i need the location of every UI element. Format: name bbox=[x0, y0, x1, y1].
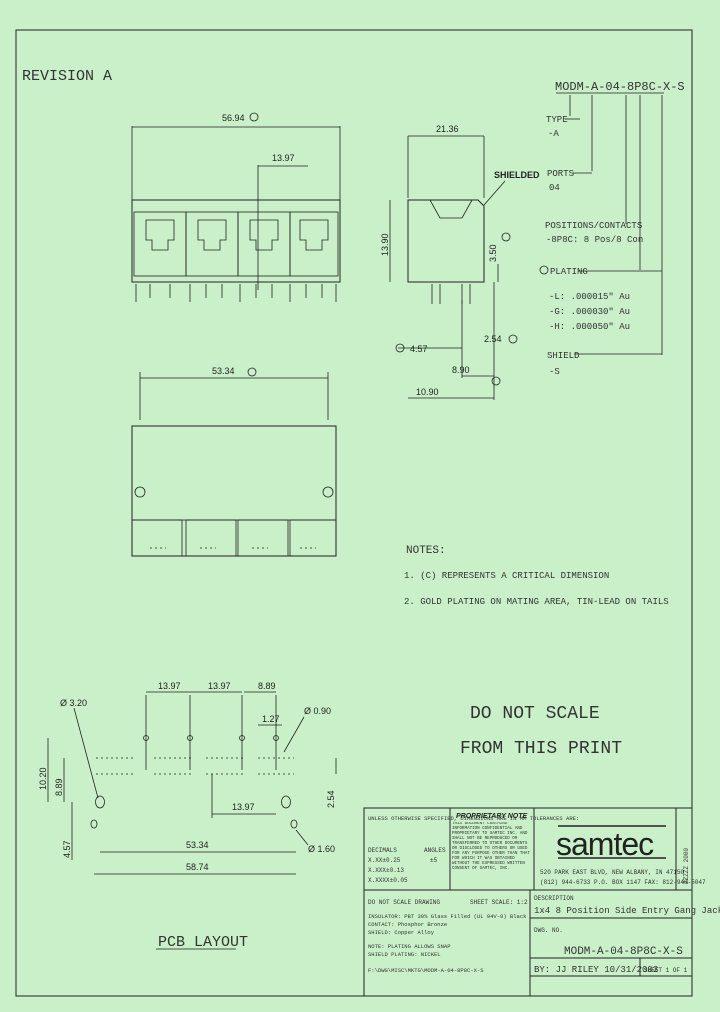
material-note-1: NOTE: PLATING ALLOWS SNAP bbox=[368, 943, 451, 950]
tolerance-angles: ANGLES bbox=[424, 847, 446, 854]
dwg-no-label: DWG. NO. bbox=[534, 927, 563, 934]
front-overall-dim: 56.94 bbox=[222, 113, 245, 123]
description: 1x4 8 Position Side Entry Gang Jack bbox=[534, 906, 720, 916]
plating-option-l: -L: .000015" Au bbox=[549, 292, 630, 302]
side-height-dim: 13.90 bbox=[380, 233, 390, 256]
tolerance-title: UNLESS OTHERWISE SPECIFIED, DIMENSIONS A… bbox=[368, 815, 579, 822]
file-path: F:\DWG\MISC\MKTG\MODM-A-04-8P8C-X-S bbox=[368, 967, 484, 974]
pcb-layout-label: PCB LAYOUT bbox=[158, 934, 248, 951]
scale-warning-line2: FROM THIS PRINT bbox=[460, 739, 622, 759]
shield-label: SHIELD bbox=[547, 351, 579, 361]
pcb-v2: 4.57 bbox=[62, 840, 72, 858]
plating-option-g: -G: .000030" Au bbox=[549, 307, 630, 317]
side-view: SHIELDED 21.36 13.90 3.50 4.57 2.54 8.90… bbox=[380, 124, 540, 400]
scale-warning-line1: DO NOT SCALE bbox=[470, 704, 600, 724]
sheet-scale: SHEET SCALE: 1:2 bbox=[470, 899, 528, 906]
proprietary-title: PROPRIETARY NOTE bbox=[456, 813, 528, 820]
pcb-w1: 53.34 bbox=[186, 840, 209, 850]
insulator-material: INSULATOR: PBT 30% Glass Filled (UL 94V-… bbox=[368, 913, 527, 920]
drawing-code: ZZZZZ 2000 bbox=[683, 848, 690, 884]
pcb-h2: 8.89 bbox=[54, 778, 64, 796]
revision-label: REVISION A bbox=[22, 68, 112, 85]
top-width-dim: 53.34 bbox=[212, 366, 235, 376]
address-line2: (812) 944-6733 P.O. BOX 1147 FAX: 812-94… bbox=[540, 879, 706, 886]
sheet-number: SHEET 1 OF 1 bbox=[644, 967, 688, 974]
drawn-by: BY: JJ RILEY 10/31/2003 bbox=[534, 965, 658, 975]
notes-title: NOTES: bbox=[406, 545, 446, 557]
pcb-pin-dia: Ø 0.90 bbox=[304, 706, 331, 716]
ports-label: PORTS bbox=[547, 169, 574, 179]
shielded-label: SHIELDED bbox=[494, 170, 540, 180]
pcb-pitch1: 13.97 bbox=[158, 681, 181, 691]
positions-value: -8P8C: 8 Pos/8 Con bbox=[546, 235, 643, 245]
pcb-pitch2: 13.97 bbox=[208, 681, 231, 691]
front-pitch-dim: 13.97 bbox=[272, 153, 295, 163]
note-1: 1. (C) REPRESENTS A CRITICAL DIMENSION bbox=[404, 571, 609, 581]
shield-value: -S bbox=[549, 367, 560, 377]
angle-tolerance: ±5 bbox=[430, 857, 438, 864]
positions-label: POSITIONS/CONTACTS bbox=[545, 221, 642, 231]
note-2: 2. GOLD PLATING ON MATING AREA, TIN-LEAD… bbox=[404, 597, 669, 607]
plating-option-h: -H: .000050" Au bbox=[549, 322, 630, 332]
pcb-v1: 2.54 bbox=[326, 790, 336, 808]
ports-value: 04 bbox=[549, 183, 560, 193]
pcb-p3: 8.89 bbox=[258, 681, 276, 691]
pcb-peg-dia: Ø 1.60 bbox=[308, 844, 335, 854]
tolerance-3: X.XXXX±0.05 bbox=[368, 877, 408, 884]
notes: NOTES: 1. (C) REPRESENTS A CRITICAL DIME… bbox=[404, 545, 669, 607]
tolerance-decimals: DECIMALS bbox=[368, 847, 397, 854]
title-block: UNLESS OTHERWISE SPECIFIED, DIMENSIONS A… bbox=[363, 807, 720, 997]
pcb-pitch-bottom: 13.97 bbox=[232, 802, 255, 812]
drawing-border bbox=[15, 29, 693, 997]
pcb-p4: 1.27 bbox=[262, 714, 280, 724]
side-d3-dim: 8.90 bbox=[452, 365, 470, 375]
type-label: TYPE bbox=[546, 115, 568, 125]
side-d2-dim: 2.54 bbox=[484, 334, 502, 344]
material-note-2: SHIELD PLATING: NICKEL bbox=[368, 951, 441, 958]
proprietary-text: THIS DOCUMENT CONTAINS INFORMATION CONFI… bbox=[452, 822, 530, 871]
description-label: DESCRIPTION bbox=[534, 895, 574, 902]
tolerance-1: X.XX±0.25 bbox=[368, 857, 401, 864]
plating-label: PLATING bbox=[550, 267, 588, 277]
dwg-no: MODM-A-04-8P8C-X-S bbox=[564, 946, 683, 958]
pcb-layout: Ø 3.20 13.97 13.97 8.89 1.27 Ø 0.90 10.2… bbox=[38, 681, 337, 951]
samtec-logo: samtec bbox=[556, 826, 654, 862]
part-number-code: MODM-A-04-8P8C-X-S bbox=[555, 80, 685, 94]
side-depth-dim: 21.36 bbox=[436, 124, 459, 134]
do-not-scale-drawing: DO NOT SCALE DRAWING bbox=[368, 899, 440, 906]
front-view: 56.94 13.97 bbox=[131, 112, 341, 302]
contact-material: CONTACT: Phosphor Bronze bbox=[368, 921, 447, 928]
shield-material: SHIELD: Copper Alloy bbox=[368, 929, 435, 936]
part-number-callouts: TYPE -A PORTS 04 POSITIONS/CONTACTS -8P8… bbox=[539, 95, 663, 377]
pcb-hole-dia: Ø 3.20 bbox=[60, 698, 87, 708]
type-value: -A bbox=[548, 129, 559, 139]
tolerance-2: X.XXX±0.13 bbox=[368, 867, 404, 874]
pcb-w2: 58.74 bbox=[186, 862, 209, 872]
address-line1: 520 PARK EAST BLVD, NEW ALBANY, IN 47150 bbox=[540, 869, 684, 876]
side-d4-dim: 10.90 bbox=[416, 387, 439, 397]
pcb-h1: 10.20 bbox=[38, 767, 48, 790]
side-d1-dim: 4.57 bbox=[410, 344, 428, 354]
side-h2-dim: 3.50 bbox=[488, 244, 498, 262]
top-view: 53.34 bbox=[131, 366, 337, 557]
